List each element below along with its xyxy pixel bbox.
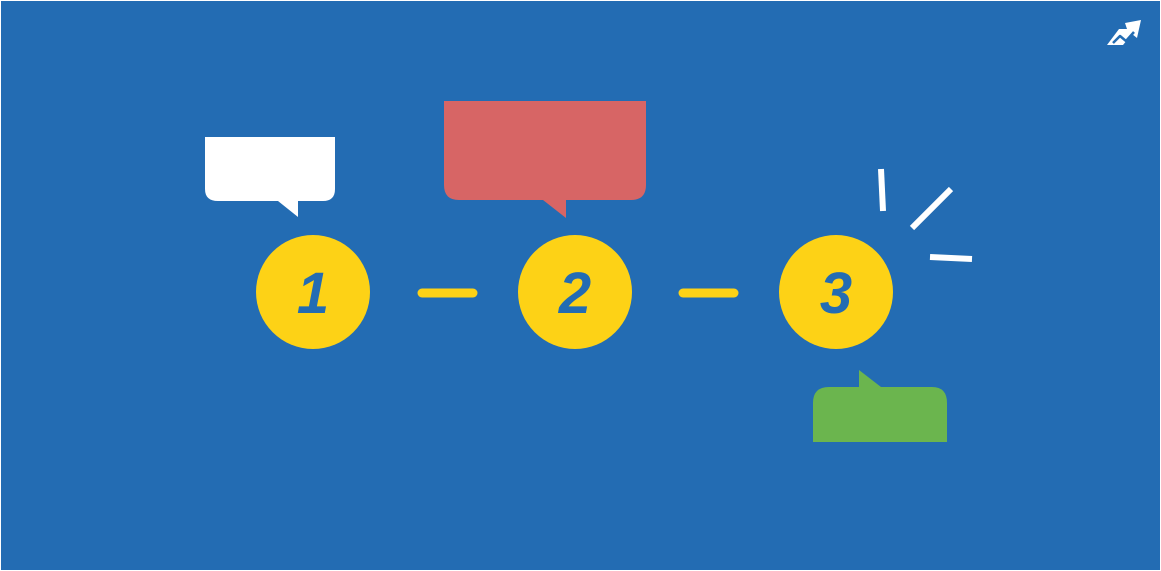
step-number: 3 (820, 261, 852, 326)
burst-line-vertical (878, 168, 886, 212)
logo-arrow-shape (1107, 20, 1141, 45)
step-number: 1 (297, 261, 329, 326)
burst-line-horizontal (929, 254, 973, 262)
burst-line-diagonal (909, 186, 954, 231)
step-number: 2 (558, 261, 591, 326)
step-2: 2 (518, 235, 632, 349)
step-3: 3 (779, 235, 893, 349)
step-circle (518, 235, 632, 349)
speech-bubble-green (813, 370, 947, 442)
step-circle (256, 235, 370, 349)
logo-rising-trend-arrow-icon (1107, 20, 1141, 45)
speech-bubble-white (205, 137, 335, 217)
logo-trend-line (1112, 31, 1135, 44)
step-1: 1 (256, 235, 370, 349)
emphasis-burst-icon (878, 168, 973, 262)
speech-bubble-red (444, 101, 646, 218)
step-circle (779, 235, 893, 349)
